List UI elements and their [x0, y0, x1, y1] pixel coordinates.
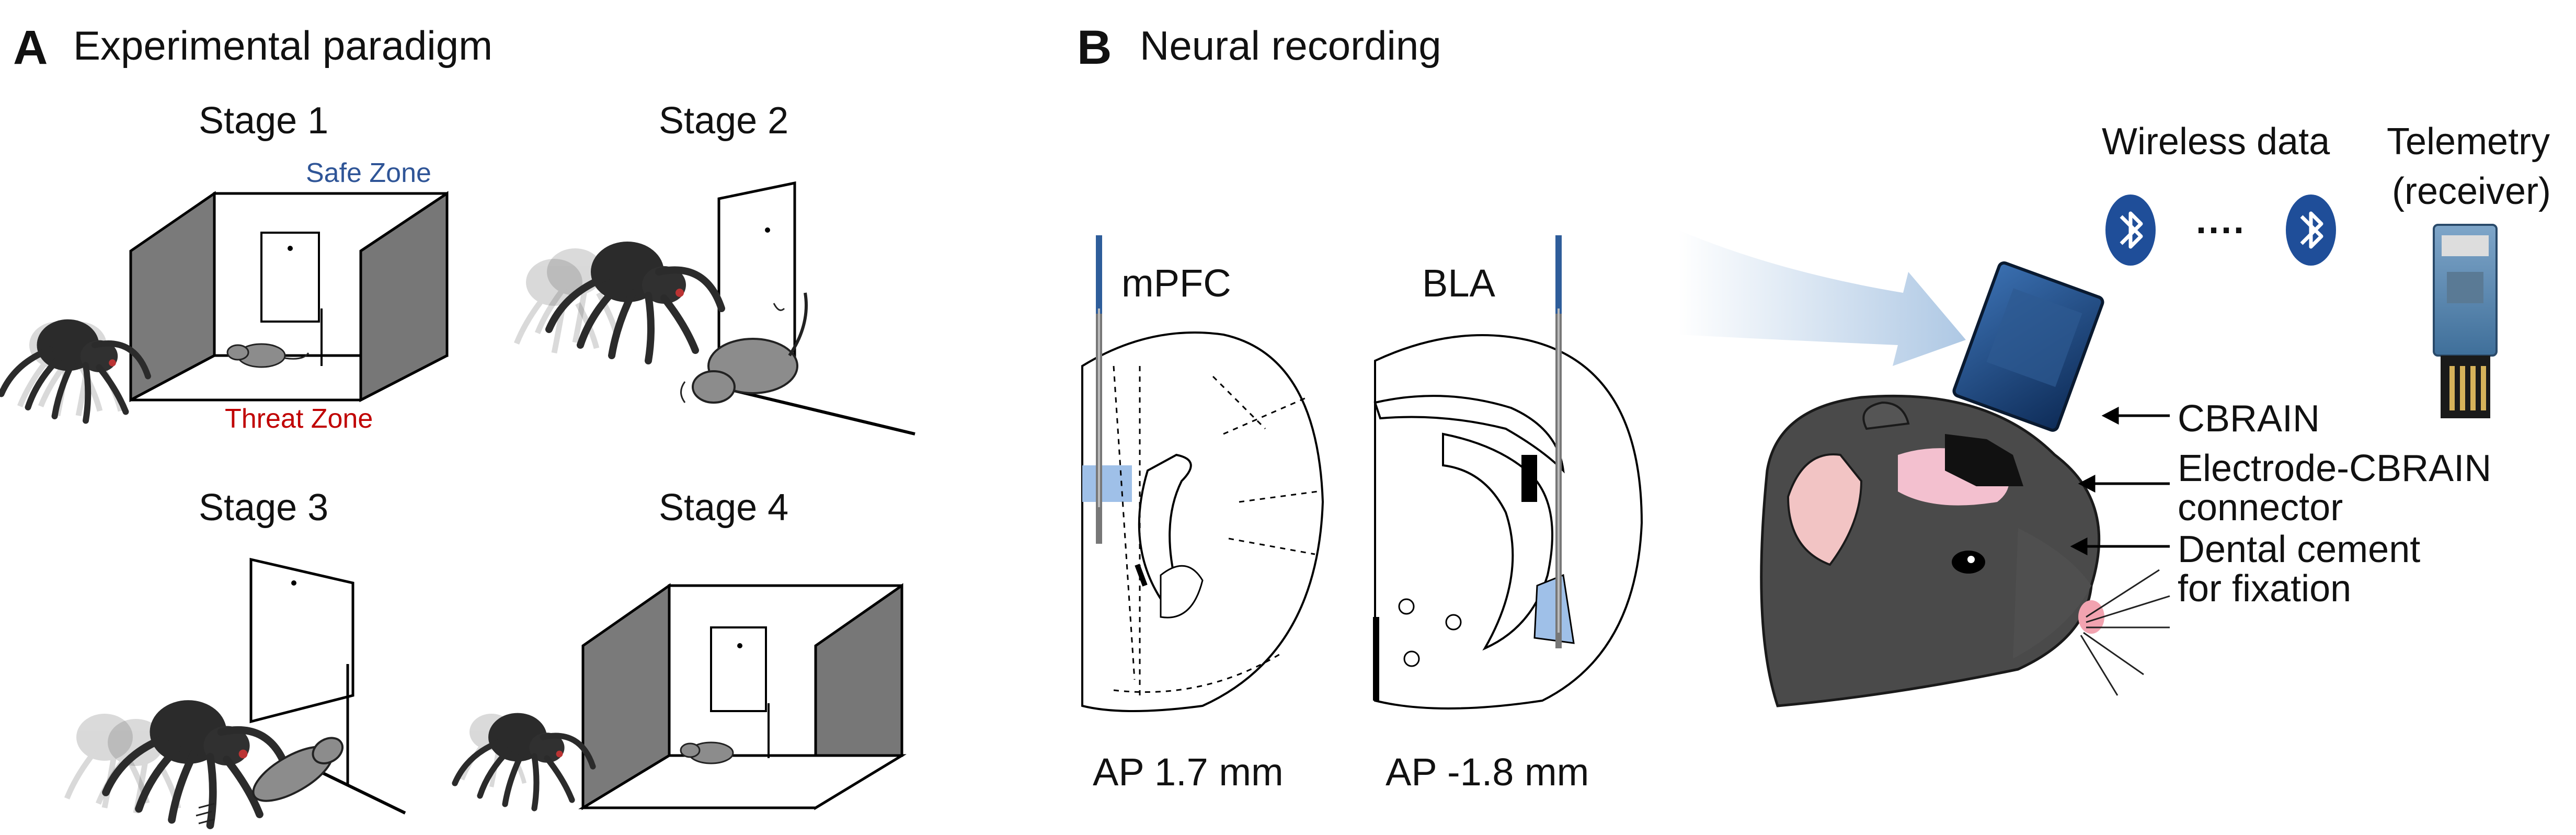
- ap-label-mpfc: AP 1.7 mm: [1093, 750, 1284, 794]
- transmission-dots: ····: [2196, 210, 2246, 251]
- stage3-arena: [67, 557, 406, 826]
- ap-label-bla: AP -1.8 mm: [1386, 750, 1589, 794]
- stage-1-title: Stage 1: [199, 100, 329, 142]
- flow-arrow: [1678, 230, 1966, 366]
- mouse-head-illustration: [1760, 261, 2170, 707]
- panel-a-letter: A: [13, 21, 48, 74]
- stage-2-title: Stage 2: [659, 100, 789, 142]
- stage1-arena: [1, 191, 449, 421]
- telemetry-receiver-icon: [2433, 224, 2498, 418]
- annotation-arrows: [2070, 406, 2170, 556]
- region-label-mpfc: mPFC: [1121, 261, 1231, 305]
- stage-3-title: Stage 3: [199, 487, 329, 529]
- connector-label-line1: Electrode-CBRAIN: [2178, 448, 2492, 489]
- bla-brain-section: [1373, 235, 1643, 710]
- panel-b-letter: B: [1077, 21, 1112, 74]
- bluetooth-icon-right: [2286, 195, 2336, 266]
- stage-4-title: Stage 4: [659, 487, 789, 529]
- panel-a-title: Experimental paradigm: [73, 22, 493, 68]
- stage2-arena: [517, 181, 915, 436]
- threat-zone-label: Threat Zone: [225, 404, 373, 434]
- safe-zone-label: Safe Zone: [306, 158, 431, 188]
- cbrain-label: CBRAIN: [2178, 398, 2320, 440]
- telemetry-label-line2: (receiver): [2392, 170, 2551, 212]
- mpfc-brain-section: [1081, 235, 1324, 712]
- connector-label-line2: connector: [2178, 487, 2343, 529]
- cement-label-line2: for fixation: [2178, 568, 2352, 610]
- bluetooth-icon-left: [2105, 195, 2156, 266]
- region-label-bla: BLA: [1422, 261, 1495, 305]
- telemetry-label-line1: Telemetry: [2387, 121, 2550, 163]
- stage4-arena: [455, 583, 907, 808]
- panel-b-title: Neural recording: [1140, 22, 1441, 68]
- wireless-data-label: Wireless data: [2102, 121, 2330, 163]
- cement-label-line1: Dental cement: [2178, 529, 2421, 570]
